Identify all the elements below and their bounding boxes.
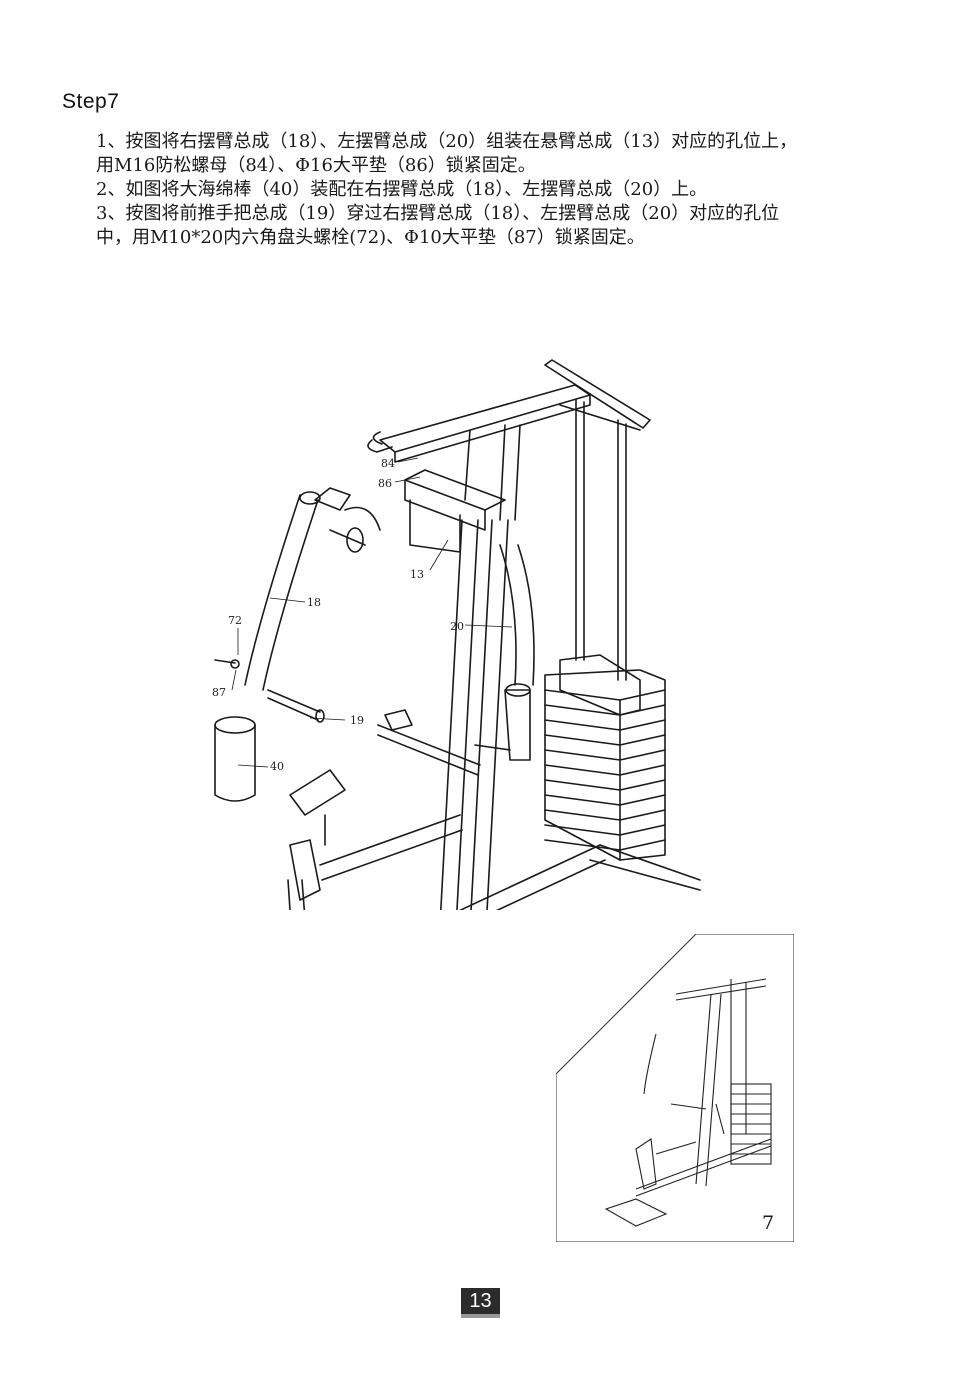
callout-87: 87 <box>212 686 226 699</box>
step-title: Step7 <box>62 90 120 113</box>
callout-18: 18 <box>307 596 321 609</box>
assembly-diagram: 84 86 13 18 20 72 87 19 40 <box>212 359 701 910</box>
callout-20: 20 <box>450 620 464 633</box>
instruction-line-3: 2、如图将大海绵棒（40）装配在右摆臂总成（18）、左摆臂总成（20）上。 <box>96 179 708 200</box>
callout-40: 40 <box>270 760 284 773</box>
instructions: 1、按图将右摆臂总成（18）、左摆臂总成（20）组装在悬臂总成（13）对应的孔位… <box>96 130 926 250</box>
instruction-line-1: 1、按图将右摆臂总成（18）、左摆臂总成（20）组装在悬臂总成（13）对应的孔位… <box>96 131 798 152</box>
instruction-line-2: 用M16防松螺母（84）、Φ16大平垫（86）锁紧固定。 <box>96 155 536 176</box>
callout-13: 13 <box>410 568 424 581</box>
callout-84: 84 <box>381 457 395 470</box>
inset-thumbnail <box>556 934 794 1242</box>
callout-72: 72 <box>228 614 242 627</box>
inset-label: 7 <box>762 1212 775 1234</box>
callout-19: 19 <box>350 714 364 727</box>
callout-86: 86 <box>378 477 392 490</box>
page-number: 13 <box>461 1288 500 1314</box>
page-number-underline <box>461 1314 500 1318</box>
instruction-line-5: 中，用M10*20内六角盘头螺栓(72)、Φ10大平垫（87）锁紧固定。 <box>96 227 645 248</box>
instruction-line-4: 3、按图将前推手把总成（19）穿过右摆臂总成（18）、左摆臂总成（20）对应的孔… <box>96 203 780 224</box>
